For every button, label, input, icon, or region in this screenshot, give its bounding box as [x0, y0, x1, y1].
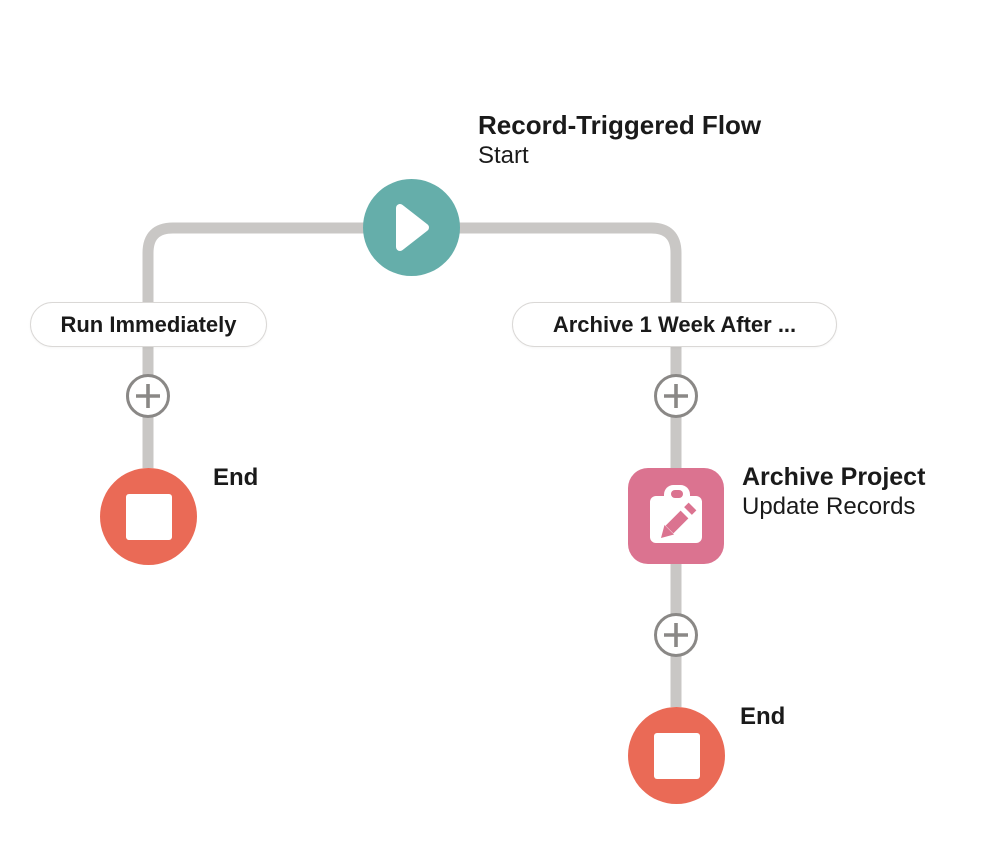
plus-icon — [664, 623, 688, 647]
connector-right-branch — [411, 222, 682, 707]
start-node[interactable] — [363, 179, 460, 276]
end-node-label: End — [740, 703, 786, 730]
add-element-button-right-bottom[interactable] — [654, 613, 698, 657]
play-icon — [396, 204, 429, 251]
branch-label-run-immediately[interactable]: Run Immediately — [30, 302, 267, 347]
add-element-button-left[interactable] — [126, 374, 170, 418]
start-node-title: Record-Triggered Flow — [478, 110, 762, 140]
stop-icon — [125, 493, 172, 540]
add-element-button-right-top[interactable] — [654, 374, 698, 418]
update-records-node-subtitle: Update Records — [742, 493, 916, 520]
plus-icon — [664, 384, 688, 408]
start-node-labels: Record-Triggered Flow Start — [478, 110, 761, 171]
end-node-left[interactable] — [100, 468, 197, 565]
connector-left-branch — [142, 222, 411, 468]
stop-icon — [653, 732, 700, 779]
branch-label-archive-1-week-after[interactable]: Archive 1 Week After ... — [512, 302, 837, 347]
plus-icon — [136, 384, 160, 408]
update-records-node[interactable] — [628, 468, 724, 564]
start-node-subtitle: Start — [478, 142, 529, 169]
update-records-node-title: Archive Project — [742, 463, 926, 491]
end-node-right[interactable] — [628, 707, 725, 804]
clipboard-pencil-icon — [650, 485, 702, 543]
update-records-node-labels: Archive Project Update Records — [742, 462, 925, 522]
end-node-label: End — [213, 464, 259, 491]
